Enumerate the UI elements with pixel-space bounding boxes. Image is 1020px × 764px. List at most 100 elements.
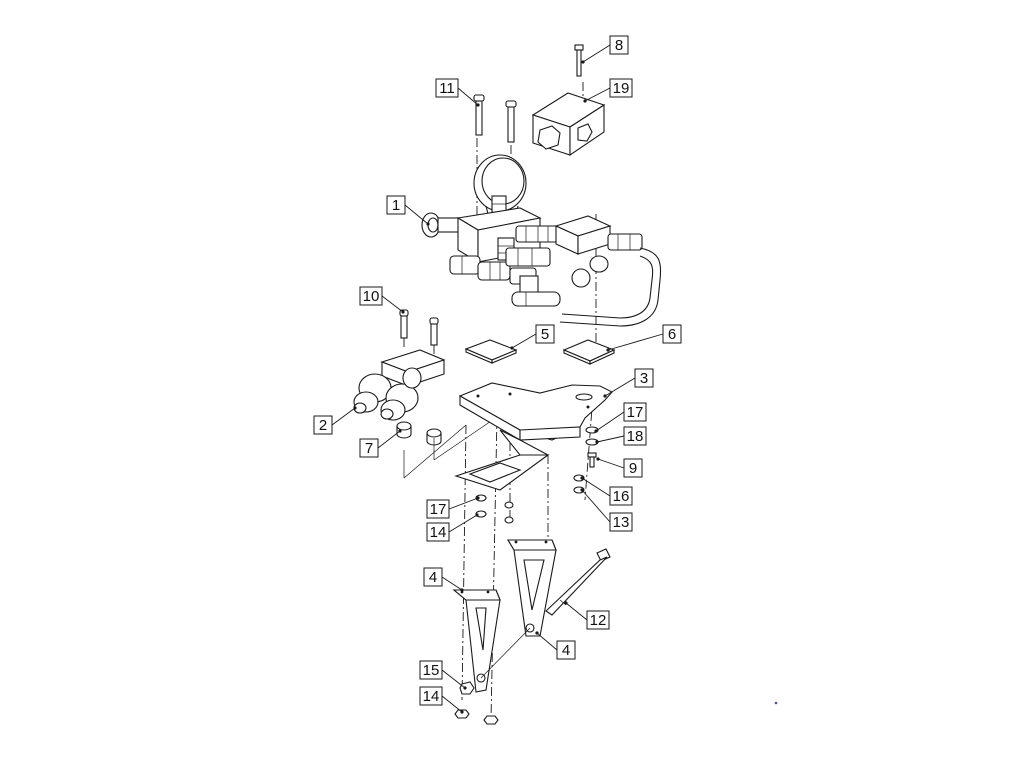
callout-leader [441, 669, 466, 689]
callout-box [359, 286, 383, 306]
callout-number: 15 [423, 662, 440, 679]
callout-anchor-dot [476, 103, 480, 107]
callout-box [419, 660, 443, 680]
pressure-gauge [473, 154, 527, 231]
callout-c18: 18 [595, 426, 647, 446]
callout-leader [448, 497, 479, 510]
callout-c10: 10 [359, 286, 405, 314]
callout-leader [457, 87, 479, 106]
callout-leader [381, 295, 404, 313]
callout-anchor-dot [594, 429, 598, 433]
callout-anchor-dot [426, 222, 430, 226]
part-7-spacers [396, 421, 442, 446]
manifold-assembly [421, 207, 662, 327]
callout-c17a: 17 [426, 496, 480, 519]
callout-anchor-dot [596, 457, 600, 461]
callout-number: 4 [429, 569, 437, 586]
callout-number: 16 [613, 488, 630, 505]
callout-c17b: 17 [594, 402, 647, 433]
part-8-screw [574, 44, 584, 77]
callout-leader [377, 430, 401, 449]
part-2-actuators [353, 349, 446, 421]
callout-box [426, 522, 450, 542]
callout-number: 17 [430, 501, 447, 518]
callout-c6: 6 [606, 324, 682, 352]
callout-number: 14 [423, 688, 440, 705]
callout-anchor-dot [463, 686, 467, 690]
callout-number: 6 [668, 326, 676, 343]
callout-box [609, 35, 629, 55]
stray-dot [774, 701, 778, 705]
callout-number: 18 [627, 428, 644, 445]
callout-leader [448, 514, 478, 533]
callout-c11: 11 [435, 78, 480, 107]
callout-box [359, 438, 379, 458]
callout-number: 8 [615, 37, 623, 54]
callout-anchor-dot [401, 310, 405, 314]
small-hardware [454, 426, 599, 725]
callout-anchor-dot [398, 429, 402, 433]
callout-leader [581, 489, 611, 523]
callout-c8: 8 [581, 35, 629, 64]
callout-anchor-dot [580, 488, 584, 492]
callout-box [662, 324, 682, 344]
callout-box [419, 686, 443, 706]
callout-c15: 15 [419, 660, 467, 690]
callout-c5: 5 [510, 324, 555, 350]
callout-c2: 2 [313, 406, 357, 435]
callout-leader [441, 576, 463, 591]
callout-anchor-dot [580, 476, 584, 480]
callout-anchor-dot [475, 513, 479, 517]
callout-box [623, 426, 647, 446]
callout-number: 12 [590, 612, 607, 629]
part-4-bracket-right [480, 539, 557, 679]
callout-box [426, 499, 450, 519]
part-6-gasket [562, 339, 616, 365]
callout-number: 5 [541, 326, 549, 343]
callout-box [423, 567, 443, 587]
callout-leader [404, 204, 429, 225]
callout-box [609, 78, 633, 98]
callout-leader [607, 333, 664, 351]
callout-leader [596, 435, 625, 443]
callout-c16: 16 [580, 476, 633, 506]
callout-number: 11 [439, 80, 455, 97]
part-5-gasket [464, 339, 518, 364]
callout-anchor-dot [535, 631, 539, 635]
callout-anchor-dot [603, 394, 607, 398]
callout-anchor-dot [460, 710, 464, 714]
callout-number: 3 [640, 370, 648, 387]
callout-c1: 1 [386, 195, 430, 226]
callout-c9: 9 [596, 457, 643, 478]
part-4-bracket-left [452, 589, 501, 693]
callout-anchor-dot [595, 440, 599, 444]
callout-number: 4 [562, 642, 570, 659]
callout-leader [595, 411, 625, 432]
callout-leader [604, 377, 636, 397]
callout-number: 1 [392, 197, 400, 214]
part-3-main-bracket [454, 382, 613, 491]
callout-c19: 19 [583, 78, 633, 103]
callout-number: 13 [613, 514, 630, 531]
callout-box [435, 78, 459, 98]
callout-leader [441, 695, 463, 713]
callout-box [623, 458, 643, 478]
callout-box [556, 640, 576, 660]
callout-box [586, 610, 610, 630]
callout-leader [581, 477, 611, 497]
callout-number: 10 [363, 288, 380, 305]
callout-c7: 7 [359, 429, 402, 458]
callout-box [609, 512, 633, 532]
callout-box [386, 195, 406, 215]
callout-anchor-dot [353, 406, 357, 410]
callout-anchor-dot [606, 348, 610, 352]
part-11-bolts [473, 94, 517, 143]
callout-leader [511, 333, 537, 349]
callout-anchor-dot [460, 588, 464, 592]
callout-number: 7 [365, 440, 373, 457]
callout-c4b: 4 [535, 631, 576, 660]
callout-anchor-dot [510, 346, 514, 350]
callout-box [313, 415, 333, 435]
